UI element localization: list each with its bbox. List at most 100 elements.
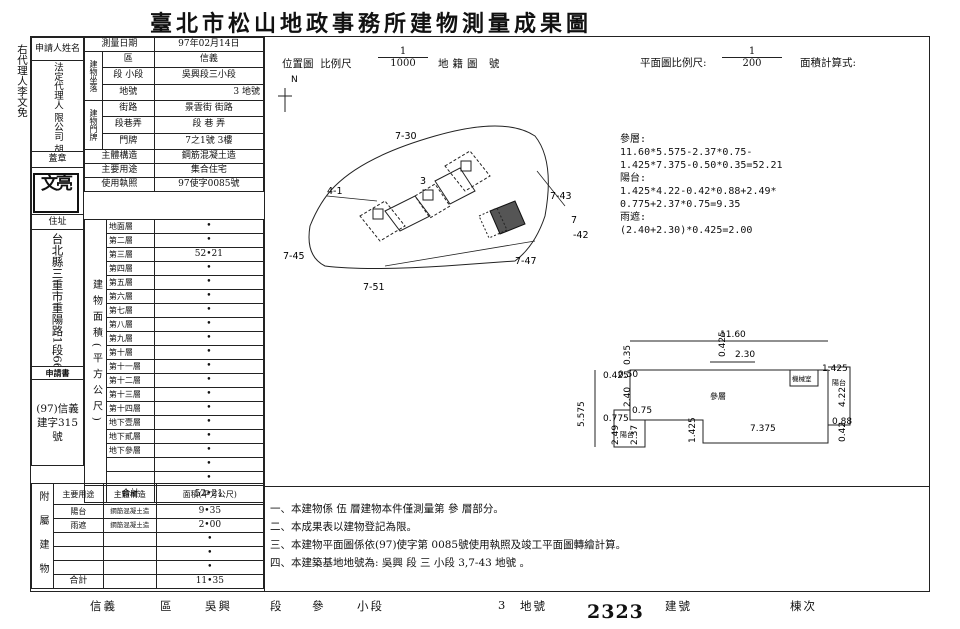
- room-label-main: 參層: [710, 391, 726, 401]
- appendage-area: •: [155, 532, 265, 547]
- floor-row: 第十三層•: [85, 387, 265, 402]
- appendage-use: [52, 560, 104, 575]
- floor-label: 第十一層: [105, 359, 155, 374]
- dimension-label: 4.22: [838, 387, 848, 407]
- dimension-label: 2.49: [611, 425, 621, 445]
- floor-label: 第五層: [105, 275, 155, 290]
- number-label: 門牌: [101, 132, 155, 151]
- appendage-use: [52, 532, 104, 547]
- use-value: 集合住宅: [153, 163, 265, 178]
- number-value: 7之1號 3樓: [153, 132, 265, 151]
- floor-label: 第十三層: [105, 387, 155, 402]
- lot-label: 3: [420, 176, 426, 187]
- dimension-label: 0.425: [718, 331, 728, 357]
- appendage-row: •: [32, 560, 265, 575]
- floor-area: •: [153, 359, 265, 374]
- appendage-total-value: 11•35: [155, 574, 265, 589]
- lot-label: 地號: [101, 83, 155, 102]
- building-footprint: [359, 150, 491, 242]
- notes-section: 一、本建物係 伍 層建物本件僅測量第 參 層部分。二、本成果表以建物登記為限。三…: [270, 500, 626, 572]
- footer-district-suffix: 區: [160, 599, 174, 613]
- location-map-label: 位置圖 比例尺: [282, 58, 352, 70]
- floor-row: 第七層•: [85, 303, 265, 318]
- appendage-group-label: 附屬建物: [36, 491, 48, 587]
- survey-date: 97年02月14日: [153, 37, 265, 52]
- floor-plan-scale-label: 平面圖比例尺:: [640, 57, 707, 69]
- floor-row: 第二層•: [85, 233, 265, 248]
- floor-area: •: [153, 457, 265, 472]
- structure-label: 主體構造: [84, 149, 155, 164]
- lot-label: 7: [571, 215, 577, 226]
- dimension-label: 2.40: [623, 387, 633, 407]
- dimension-label: 0.35: [623, 345, 633, 365]
- floor-label: 第十二層: [105, 373, 155, 388]
- room-label-balcony-right: 陽台: [832, 378, 846, 387]
- lot-label: 7-45: [283, 251, 305, 262]
- floor-area: •: [153, 429, 265, 444]
- dimension-label: 0.50: [618, 370, 638, 380]
- applicant-company: 法定代理人 限公司 胡 兆 揚 建 設 股 份 有: [52, 62, 63, 151]
- floor-label: [105, 457, 155, 472]
- left-balcony-outline: [613, 409, 646, 448]
- app-no-text: (97)信義建字315號: [31, 379, 84, 466]
- floor-area: •: [153, 219, 265, 234]
- floor-row: 第十層•: [85, 345, 265, 360]
- section-value: 吳興段三小段: [153, 67, 265, 85]
- floor-row: 第十一層•: [85, 359, 265, 374]
- appendage-struct: [102, 560, 157, 575]
- floor-area: 52•21: [153, 247, 265, 262]
- calc-line: 陽台:: [620, 173, 647, 184]
- floor-label: 第二層: [105, 233, 155, 248]
- structure-value: 鋼筋混凝土造: [153, 149, 265, 164]
- appendage-row: •: [32, 532, 265, 547]
- note-line: 四、本建築基地地號為: 吳興 段 三 小段 3,7-43 地號 。: [270, 557, 531, 569]
- floor-row: 建物面積(平方公尺)地面層•: [84, 219, 265, 486]
- applicant-name-label: 申請人姓名: [31, 37, 84, 61]
- calc-line: 雨遮:: [620, 212, 647, 223]
- dimension-label: 0.75: [632, 406, 652, 416]
- dimension-label: 0.775: [603, 414, 629, 424]
- boundary-line-bottom: [384, 240, 536, 267]
- appendage-col-use: 主要用途: [52, 483, 104, 505]
- doorplate-group-label: 建物門牌: [88, 109, 98, 141]
- north-label: N: [291, 75, 298, 85]
- app-no-label: 申請書: [31, 366, 84, 380]
- room-label-machine: 機械室: [792, 374, 812, 383]
- applicant-table: 申請人姓名 法定代理人 限公司 胡 兆 揚 建 設 股 份 有 蓋章 住址 台北…: [31, 37, 84, 466]
- floor-plan-scale-fraction: 1 200: [722, 46, 782, 69]
- appendage-use: 雨遮: [52, 518, 104, 533]
- footer-build-no: 2323: [587, 601, 644, 623]
- calc-line: 1.425*7.375-0.50*0.35=52.21: [620, 160, 783, 171]
- floor-area: •: [153, 401, 265, 416]
- appendage-area: •: [155, 546, 265, 561]
- room-label-balcony-left: 陽台: [620, 430, 634, 439]
- dimension-label: 1.425: [688, 417, 698, 443]
- location-scale-fraction: 1 1000: [378, 46, 428, 69]
- lot-label: 7-30: [395, 131, 417, 142]
- floor-area: •: [153, 317, 265, 332]
- survey-date-label: 測量日期: [84, 37, 155, 52]
- notes-divider: [264, 486, 930, 487]
- appendage-col-area: 面積(平方公尺): [155, 483, 265, 505]
- footer-unit: 棟次: [790, 599, 817, 613]
- location-group-label: 建物坐落: [88, 60, 98, 92]
- area-calculation: 參層:11.60*5.575-2.37*0.75-1.425*7.375-0.5…: [620, 133, 783, 237]
- floor-area: •: [153, 303, 265, 318]
- floor-label: 地下貳層: [105, 429, 155, 444]
- footer-lot-suffix: 地號: [520, 599, 547, 613]
- section-label: 段 小段: [101, 67, 155, 85]
- appendage-row: •: [32, 546, 265, 561]
- appendage-struct: [102, 546, 157, 561]
- boundary-line-left: [326, 195, 378, 202]
- machine-room-outline: [789, 369, 819, 387]
- calc-line: 0.775+2.37*0.75=9.35: [620, 199, 741, 210]
- floor-area: •: [153, 443, 265, 458]
- top-right-divider: [264, 37, 265, 591]
